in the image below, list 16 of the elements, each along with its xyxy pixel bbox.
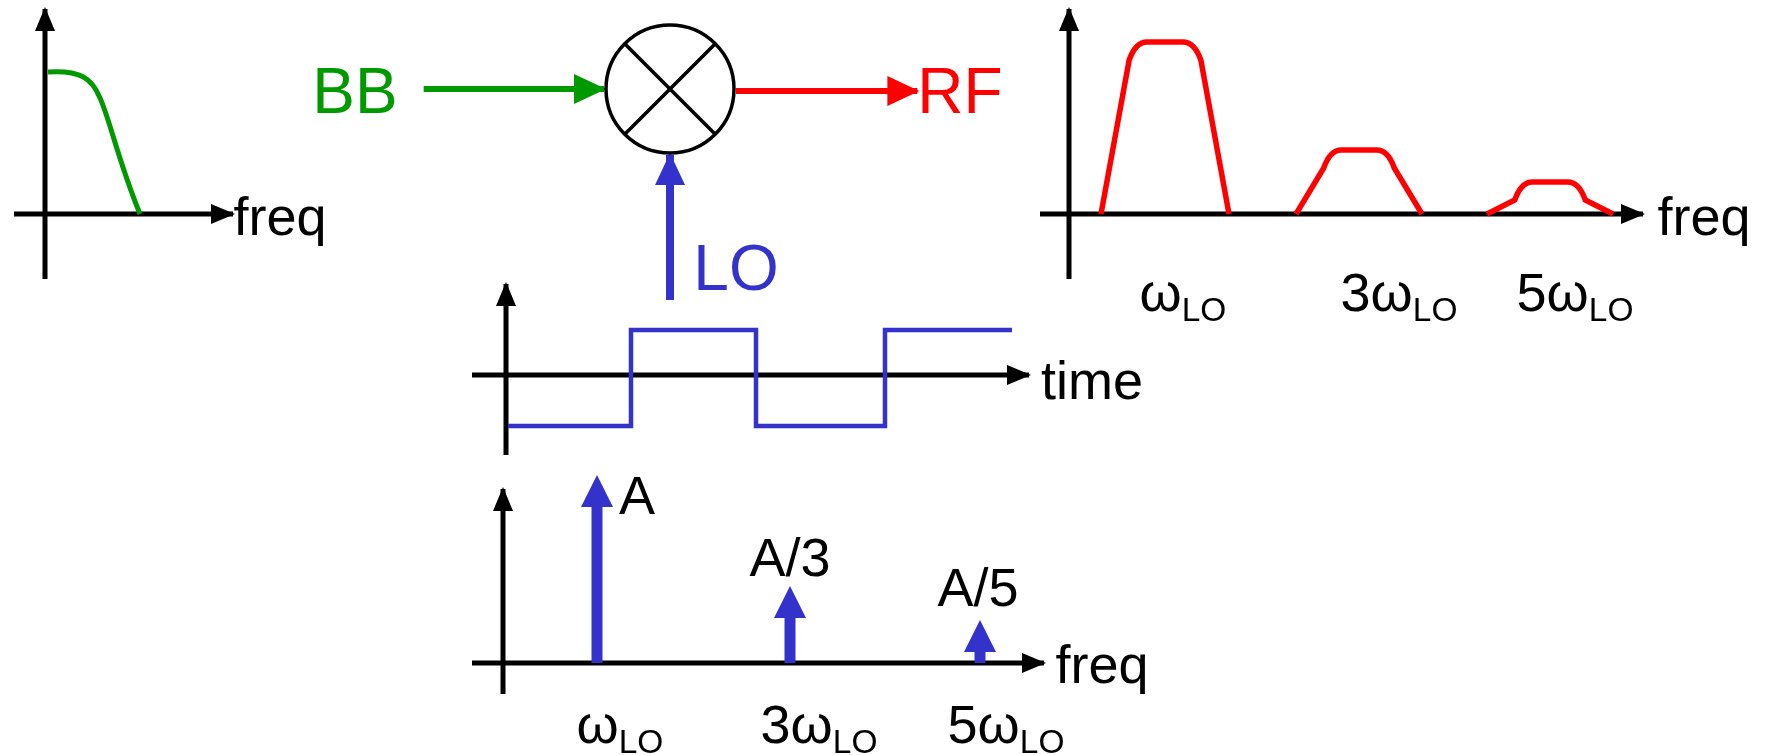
axis-label: time <box>1041 353 1143 407</box>
tick-label: 5ω$_{LO}$ <box>947 697 1065 751</box>
mixer-symbol <box>604 23 736 155</box>
signal-label: RF <box>917 59 1003 123</box>
tick-label: ω$_{LO}$ <box>1139 265 1227 319</box>
amplitude-label: A <box>619 468 655 522</box>
tick-label: ω$_{LO}$ <box>576 697 664 751</box>
tick-label: 5ω$_{LO}$ <box>1516 265 1634 319</box>
arrow <box>423 74 606 104</box>
signal-label: BB <box>312 59 398 123</box>
amplitude-label: A/3 <box>749 530 831 584</box>
tick-label: 3ω$_{LO}$ <box>1340 265 1458 319</box>
arrow <box>736 76 920 106</box>
tick-label: 3ω$_{LO}$ <box>760 697 878 751</box>
amplitude-label: A/5 <box>937 560 1019 614</box>
edge-label: LO <box>693 235 779 300</box>
